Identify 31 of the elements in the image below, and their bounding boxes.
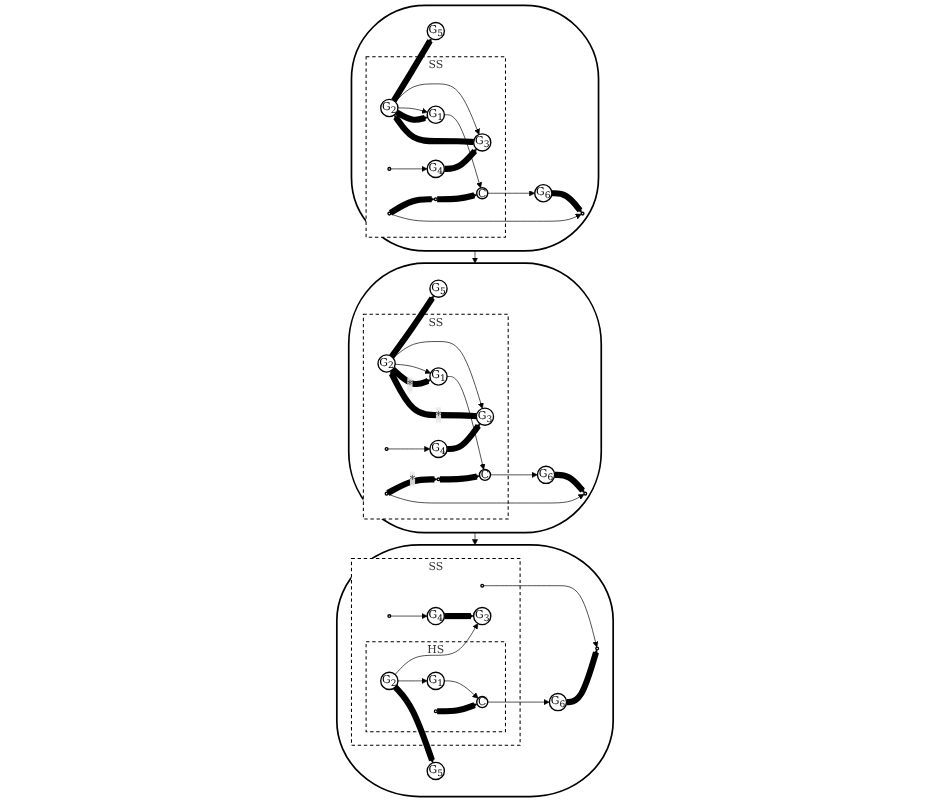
arrow <box>446 423 481 452</box>
cluster <box>335 544 614 798</box>
cluster <box>350 4 600 252</box>
node-circle <box>433 197 438 202</box>
arrow <box>393 685 435 764</box>
arrow <box>393 114 475 145</box>
node-circle <box>583 491 588 496</box>
arrow <box>437 192 478 203</box>
arrow <box>391 38 433 103</box>
arrow <box>551 190 583 213</box>
node-circle <box>580 211 585 216</box>
cluster <box>347 262 603 534</box>
node-circle <box>384 491 389 496</box>
node-circle <box>433 709 438 714</box>
arrow <box>443 148 478 172</box>
arrow <box>443 613 474 620</box>
node-circle <box>595 646 600 651</box>
arrow <box>386 476 438 496</box>
arrow <box>437 702 478 715</box>
node-circle <box>384 446 389 451</box>
arrow <box>554 471 585 493</box>
arrow <box>565 649 599 706</box>
node-circle <box>387 211 392 216</box>
node-circle <box>480 583 485 588</box>
node-circle <box>387 614 392 619</box>
arrow <box>439 473 480 483</box>
node-circle <box>436 477 441 482</box>
arrow <box>390 367 431 388</box>
arrow <box>389 295 435 359</box>
node-circle <box>387 166 392 171</box>
arrow <box>388 196 435 216</box>
